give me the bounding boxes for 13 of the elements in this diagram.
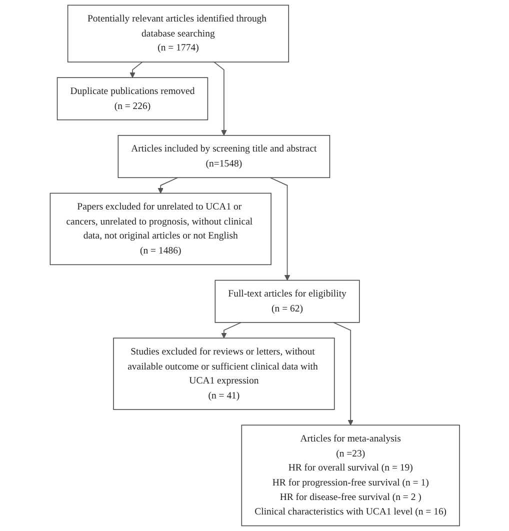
process-box: Potentially relevant articles identified through database searching (n = 1774) xyxy=(67,4,289,62)
process-box: Papers excluded for unrelated to UCA1 or cancers, unrelated to prognosis, without clinical data, not original articles or not English (n = 1486) xyxy=(49,192,272,266)
process-box: Full-text articles for eligibility (n = 62) xyxy=(214,280,360,323)
arrow xyxy=(332,322,354,426)
arrow xyxy=(129,62,142,78)
arrow xyxy=(213,62,226,136)
process-box: Articles for meta-analysis (n =23) HR for overall survival (n = 19) HR for progression-free survival (n = 1) HR for disease-free survival (n = 2 ) Clinical characteristics with UCA1 level (n = 16) xyxy=(240,424,460,526)
arrow xyxy=(157,177,178,194)
arrow xyxy=(220,322,242,338)
process-box: Duplicate publications removed (n = 226) xyxy=(56,77,208,120)
process-box: Studies excluded for reviews or letters, without available outcome or sufficient clinical data with UCA1 expression (n = 41) xyxy=(112,338,334,410)
arrow xyxy=(269,177,290,281)
process-box: Articles included by screening title and abstract (n=1548) xyxy=(117,135,330,178)
